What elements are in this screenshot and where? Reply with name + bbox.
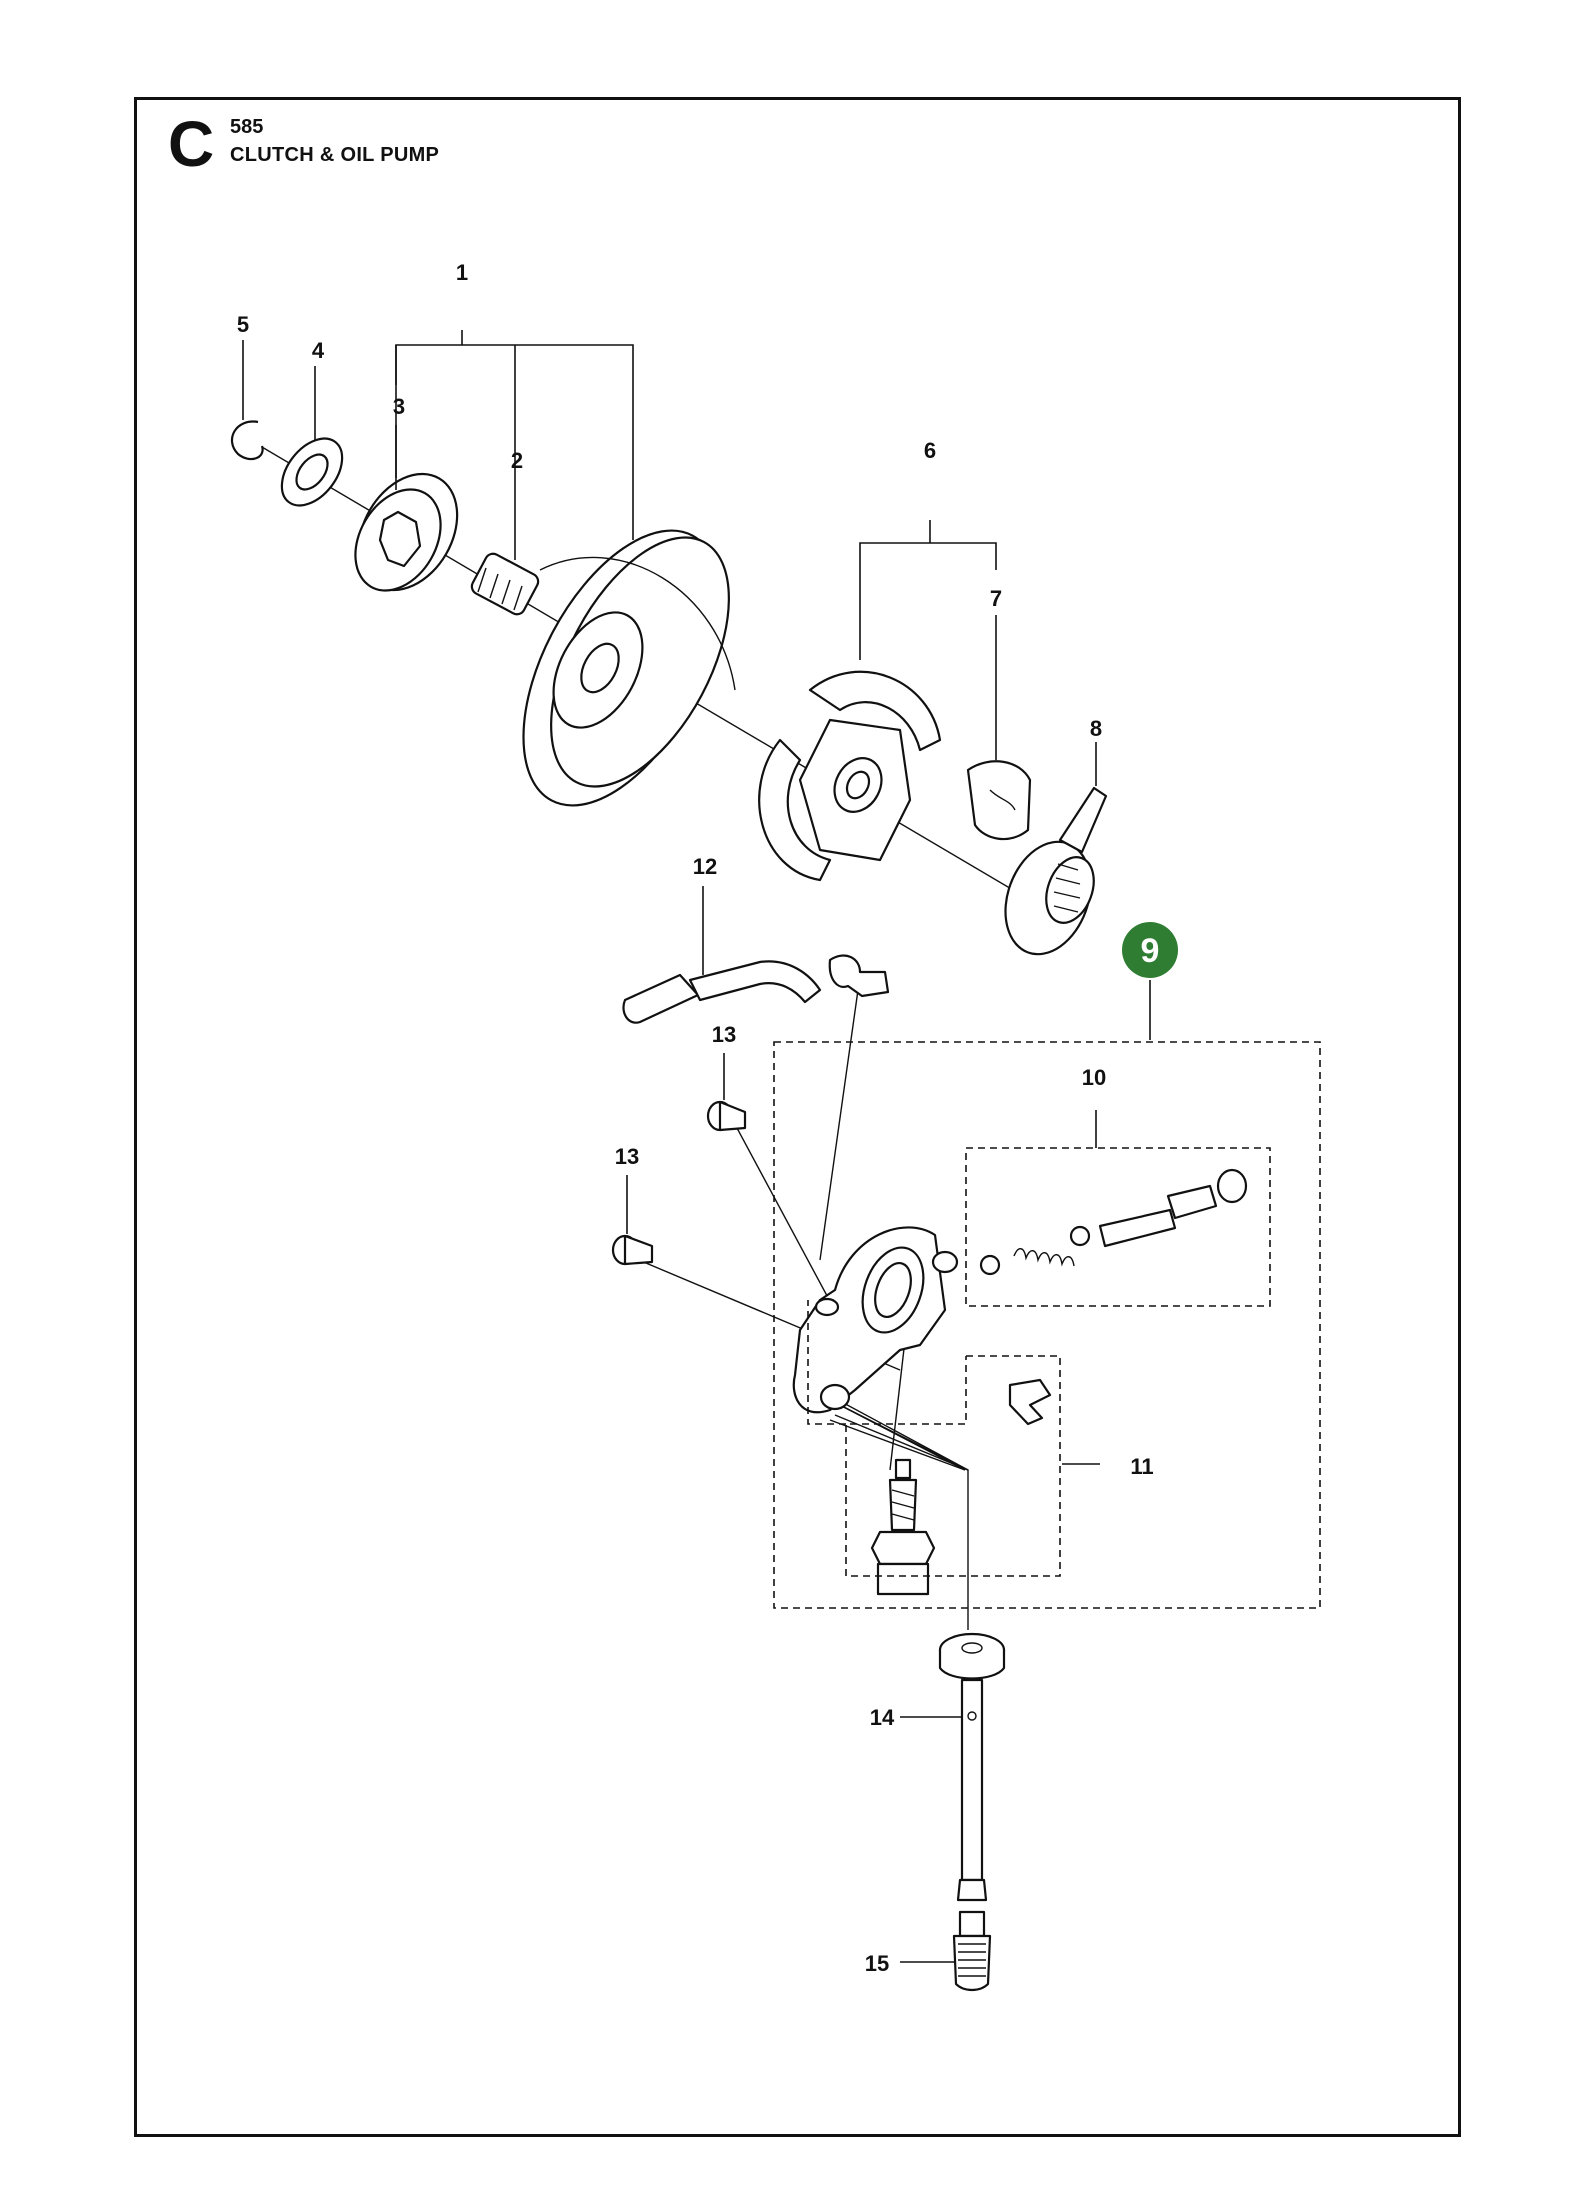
part-7-clutch-spring bbox=[966, 760, 1032, 841]
callout-5: 5 bbox=[237, 312, 249, 337]
callout-8: 8 bbox=[1090, 716, 1102, 741]
callout-10: 10 bbox=[1082, 1065, 1106, 1090]
callout-6: 6 bbox=[924, 438, 936, 463]
leader-lines bbox=[242, 330, 1151, 1963]
part-2-needle-bearing bbox=[470, 552, 540, 616]
section-code: 585 bbox=[230, 116, 264, 138]
section-title: CLUTCH & OIL PUMP bbox=[230, 144, 440, 166]
callout-labels: 1 2 3 4 5 6 7 8 10 11 12 13 13 14 15 bbox=[237, 260, 1154, 1976]
part-11-adjuster-screw bbox=[870, 1378, 1052, 1596]
part-1-clutch-drum bbox=[522, 529, 736, 807]
part-4-washer bbox=[280, 437, 344, 507]
part-9-oil-pump-body bbox=[792, 1226, 959, 1414]
part-8-drive-gear bbox=[1004, 786, 1108, 956]
part-14-suction-pipe bbox=[938, 1632, 1006, 1902]
part-13-bolt-upper bbox=[706, 1100, 747, 1132]
callout-12: 12 bbox=[693, 854, 717, 879]
drawing-frame bbox=[134, 97, 1461, 2137]
part-15-oil-filter bbox=[952, 1910, 992, 1992]
callout-14: 14 bbox=[870, 1705, 895, 1730]
callout-11: 11 bbox=[1130, 1454, 1153, 1479]
part-6-clutch bbox=[758, 670, 942, 882]
callout-13-upper: 13 bbox=[712, 1022, 736, 1047]
part-13-bolt-lower bbox=[611, 1234, 654, 1266]
callout-1: 1 bbox=[456, 260, 468, 285]
part-10-piston-set bbox=[979, 1168, 1248, 1276]
callout-9: 9 bbox=[1141, 932, 1160, 970]
part-5-circlip bbox=[230, 420, 264, 461]
callout-4: 4 bbox=[312, 338, 325, 363]
kit-boxes bbox=[773, 1041, 1321, 1609]
assembly-lines bbox=[249, 439, 1031, 1630]
callout-13-lower: 13 bbox=[615, 1144, 639, 1169]
badge-circle bbox=[1122, 922, 1178, 978]
section-letter: C bbox=[168, 108, 215, 180]
callout-15: 15 bbox=[865, 1951, 889, 1976]
callout-7: 7 bbox=[990, 586, 1002, 611]
part-12-oil-hose bbox=[622, 954, 890, 1024]
callout-3: 3 bbox=[393, 394, 405, 419]
callout-2: 2 bbox=[511, 448, 523, 473]
highlight-badge: 9 bbox=[1122, 922, 1178, 978]
part-3-rim-sprocket bbox=[354, 472, 459, 592]
